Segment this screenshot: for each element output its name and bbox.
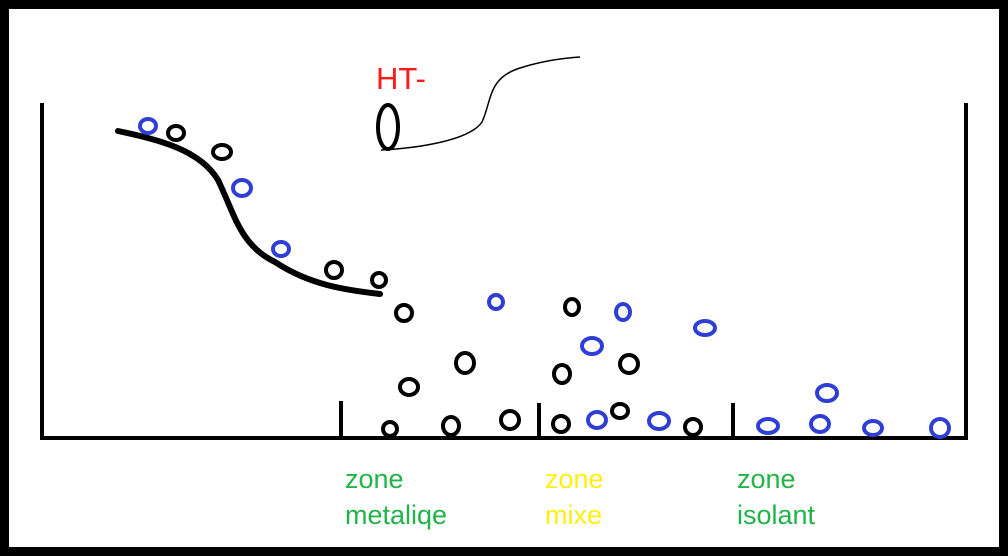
electrode-wire xyxy=(380,56,581,151)
blue-particle-23 xyxy=(586,410,608,430)
black-particle-24 xyxy=(610,402,630,420)
blue-particle-29 xyxy=(862,419,884,437)
zone-mixed-label-line1: zone xyxy=(545,464,604,494)
blue-particle-1 xyxy=(138,117,158,135)
black-particle-10 xyxy=(563,297,581,317)
particle-group xyxy=(138,117,951,439)
black-particle-14 xyxy=(454,351,476,375)
blue-particle-4 xyxy=(231,178,253,198)
electrode-label: HT- xyxy=(376,61,426,96)
blue-particle-11 xyxy=(614,302,632,322)
black-particle-7 xyxy=(370,271,388,289)
black-particle-19 xyxy=(381,420,399,438)
blue-particle-30 xyxy=(929,417,951,439)
blue-particle-25 xyxy=(647,411,671,431)
blue-particle-13 xyxy=(580,336,604,356)
zone-mixed-label-line2: mixe xyxy=(545,500,603,530)
blue-particle-28 xyxy=(809,414,831,434)
black-particle-22 xyxy=(551,414,571,434)
black-particle-3 xyxy=(211,143,233,161)
blue-particle-18 xyxy=(815,383,839,403)
blue-particle-9 xyxy=(487,293,505,311)
zone-insulating-label-line1: zone xyxy=(737,464,796,494)
black-particle-21 xyxy=(499,409,521,431)
blue-particle-5 xyxy=(271,240,291,258)
black-particle-20 xyxy=(441,415,461,437)
zone-metallic-label-line2: metaliqe xyxy=(345,500,448,530)
blue-particle-12 xyxy=(693,319,717,337)
zone-metallic-label-line1: zone xyxy=(345,464,404,494)
black-particle-6 xyxy=(324,260,344,280)
electrode-ring xyxy=(376,103,400,151)
blue-particle-27 xyxy=(756,417,780,435)
black-particle-8 xyxy=(394,303,414,323)
black-particle-26 xyxy=(683,417,703,437)
black-particle-16 xyxy=(552,363,572,385)
zone-insulating-label-line2: isolant xyxy=(737,500,816,530)
particle-trajectory-curve xyxy=(115,128,383,297)
black-particle-17 xyxy=(398,377,420,397)
black-particle-15 xyxy=(618,353,640,375)
black-particle-2 xyxy=(166,124,186,142)
